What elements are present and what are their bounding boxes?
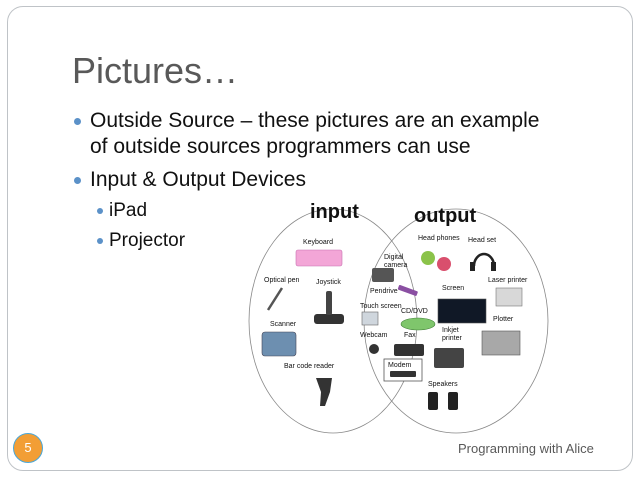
inkjet-printer-label: printer	[442, 335, 463, 342]
optical-pen-label: Optical pen	[264, 277, 300, 284]
cd-dvd-icon	[400, 317, 436, 331]
io-venn-diagram: input output Keyboard Optical pen Joysti…	[248, 201, 549, 434]
inkjet-printer-icon	[434, 348, 464, 368]
head-set-icon	[472, 252, 496, 267]
digital-camera-label: camera	[384, 262, 407, 269]
sub-bullet-dot	[97, 208, 103, 214]
scanner-icon	[261, 331, 297, 357]
sub-bullet-ipad: iPad	[109, 200, 148, 221]
input-title: input	[310, 201, 359, 223]
slide-frame	[7, 6, 633, 471]
barcode-reader-icon	[316, 378, 332, 406]
pendrive-label: Pendrive	[370, 288, 398, 295]
head-phones-icon	[421, 251, 451, 271]
cd-dvd-label: CD/DVD	[401, 308, 428, 315]
camera-icon	[372, 268, 394, 282]
optical-pen-icon	[266, 287, 284, 311]
head-set-ear-icon	[470, 262, 475, 271]
laser-printer-icon	[495, 287, 523, 307]
plotter-icon	[481, 330, 521, 356]
webcam-label: Webcam	[360, 332, 388, 339]
webcam-icon	[369, 344, 379, 354]
head-set-ear-icon	[491, 262, 496, 271]
joystick-label: Joystick	[316, 279, 341, 286]
speakers-label: Speakers	[428, 381, 458, 388]
bullet-line: Outside Source – these pictures are an e…	[90, 109, 540, 132]
output-title: output	[414, 205, 477, 227]
touch-screen-label: Touch screen	[360, 303, 402, 310]
bullet-outside-source: Outside Source – these pictures are an e…	[90, 108, 539, 160]
plotter-label: Plotter	[493, 316, 514, 323]
page-number: 5	[13, 433, 43, 463]
bullet-io-devices: Input & Output Devices	[90, 168, 306, 191]
modem-label: Modem	[388, 362, 412, 369]
sub-bullet-projector: Projector	[109, 230, 186, 251]
fax-icon	[394, 344, 424, 356]
screen-label: Screen	[442, 285, 464, 292]
joystick-icon	[314, 291, 344, 324]
modem-icon	[390, 371, 416, 377]
bar-code-reader-label: Bar code reader	[284, 363, 335, 370]
scanner-label: Scanner	[270, 321, 297, 328]
touch-screen-icon	[361, 311, 379, 326]
screen-icon	[437, 298, 487, 324]
keyboard-icon	[295, 249, 343, 267]
head-phones-label: Head phones	[418, 235, 460, 242]
sub-bullet-dot	[97, 238, 103, 244]
keyboard-label: Keyboard	[303, 239, 333, 246]
inkjet-printer-label: Inkjet	[442, 327, 459, 334]
bullet-dot	[74, 177, 81, 184]
digital-camera-label: Digital	[384, 254, 404, 261]
slide-footer: Programming with Alice	[458, 441, 594, 456]
fax-label: Fax	[404, 332, 416, 339]
slide-title: Pictures…	[72, 50, 239, 91]
bullet-dot	[74, 118, 81, 125]
head-set-label: Head set	[468, 237, 496, 244]
laser-printer-label: Laser printer	[488, 277, 528, 284]
bullet-line: of outside sources programmers can use	[90, 135, 471, 158]
speakers-icon	[428, 392, 458, 410]
pendrive-icon	[397, 284, 418, 296]
